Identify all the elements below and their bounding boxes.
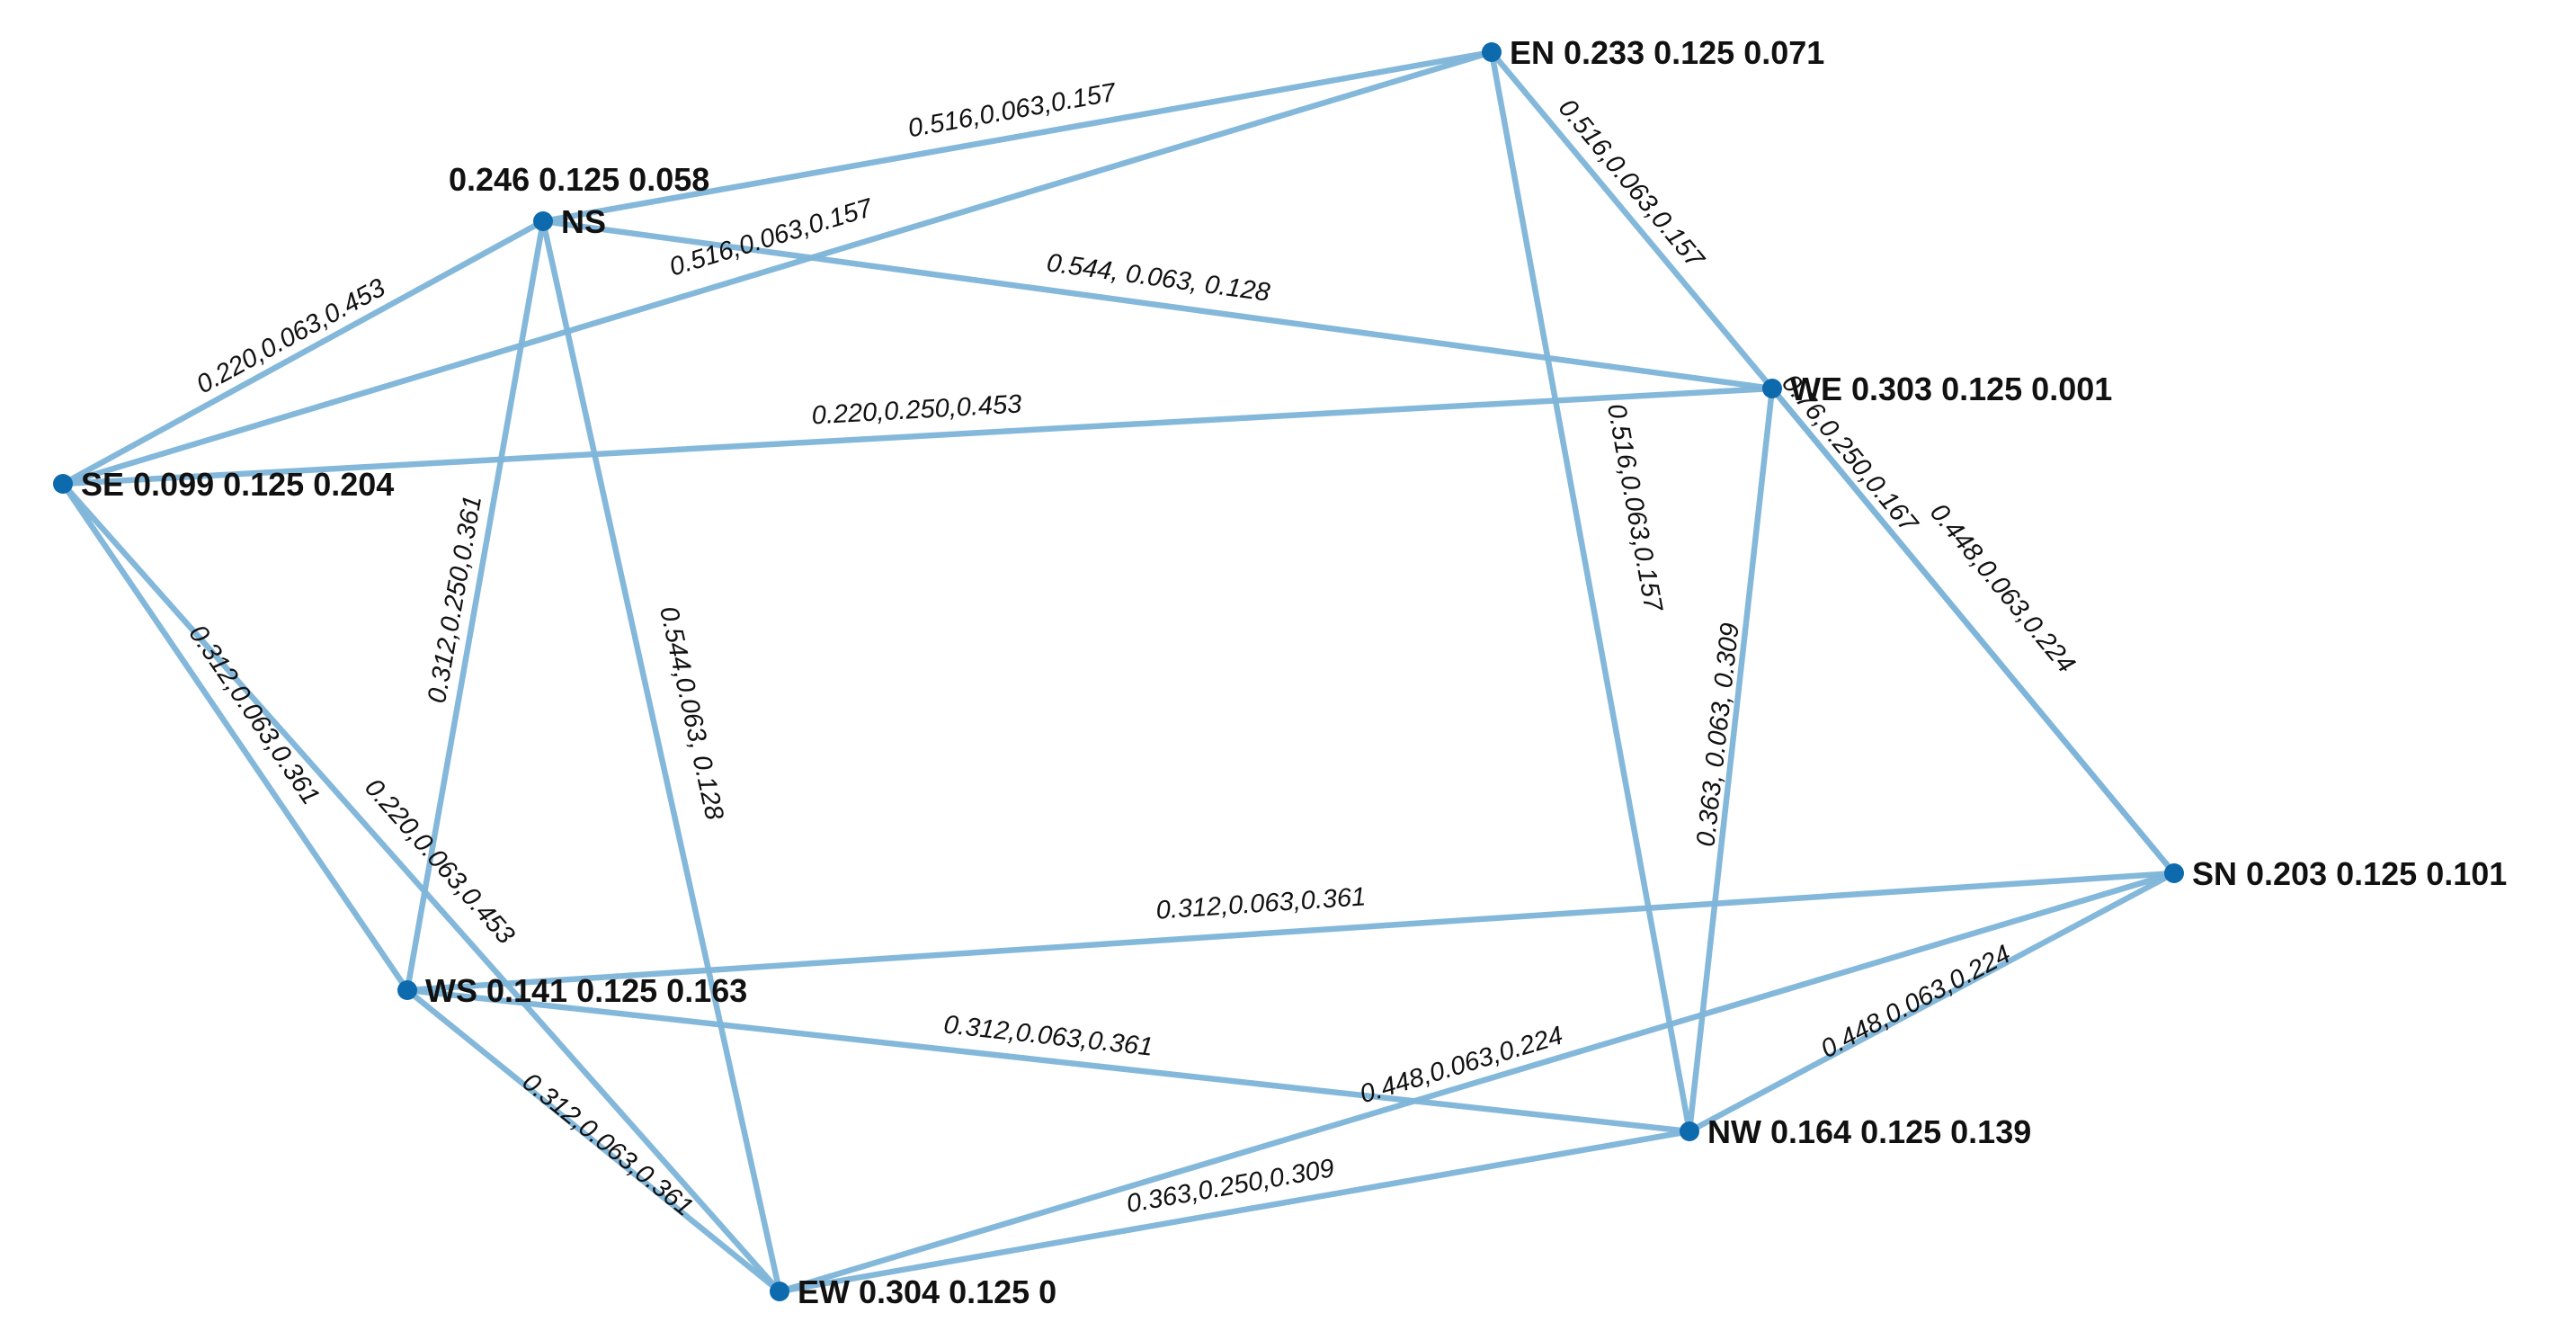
node-label: SN 0.203 0.125 0.101 — [2192, 855, 2507, 892]
node-sn: SN 0.203 0.125 0.101 — [2164, 855, 2507, 892]
node-se: SE 0.099 0.125 0.204 — [53, 466, 394, 503]
node-label: EN 0.233 0.125 0.071 — [1510, 34, 1824, 71]
node-label: EW 0.304 0.125 0 — [798, 1273, 1056, 1310]
edge-se-ns — [59, 218, 547, 487]
edge-label: 0.363, 0.063, 0.309 — [1691, 621, 1744, 848]
node-dot — [53, 474, 73, 494]
node-nw: NW 0.164 0.125 0.139 — [1680, 1113, 2031, 1150]
edge-label: 0.544,0.063, 0.128 — [654, 604, 728, 823]
edge-label: 0.312,0.063,0.361 — [517, 1068, 699, 1222]
edge-layer — [59, 49, 2178, 1295]
edge-nw-sn — [1686, 870, 2178, 1135]
edge-se-en — [59, 49, 1495, 487]
edge-ns-ew — [539, 218, 783, 1295]
node-ws: WS 0.141 0.125 0.163 — [397, 972, 747, 1009]
edge-label: 0.516,0.063,0.157 — [906, 78, 1120, 144]
node-dot — [2164, 863, 2184, 883]
edge-en-nw — [1488, 49, 1693, 1135]
edge-label: 0.544, 0.063, 0.128 — [1045, 248, 1271, 307]
edge-label: 0.448,0.063,0.224 — [1816, 940, 2015, 1064]
edge-se-ew — [59, 480, 783, 1295]
node-dot — [1680, 1121, 1699, 1141]
node-label: WE 0.303 0.125 0.001 — [1790, 371, 2112, 407]
edge-ws-ew — [404, 987, 783, 1295]
edge-ns-en — [539, 49, 1495, 225]
edge-we-sn — [1769, 385, 2178, 877]
node-label: WS 0.141 0.125 0.163 — [425, 972, 747, 1009]
edge-en-we — [1488, 49, 1776, 392]
node-ns: NS 0.246 0.125 0.058 — [449, 161, 709, 240]
edge-ns-we — [539, 218, 1776, 392]
edge-label: 0.516,0.063,0.157 — [1553, 94, 1711, 274]
node-label: SE 0.099 0.125 0.204 — [81, 466, 394, 503]
edge-ws-ns — [404, 218, 547, 994]
node-label: NS — [561, 203, 606, 240]
edge-se-ws — [59, 480, 411, 994]
edge-ws-nw — [404, 987, 1693, 1135]
node-dot — [1762, 379, 1782, 398]
edge-ew-nw — [776, 1128, 1693, 1295]
edge-label: 0.312,0.063,0.361 — [1155, 882, 1367, 925]
node-extra-label: 0.246 0.125 0.058 — [449, 161, 709, 198]
edge-label: 0.220,0.063,0.453 — [192, 273, 390, 399]
edge-ew-sn — [776, 870, 2178, 1295]
node-dot — [1482, 42, 1502, 62]
edge-label: 0.448,0.063,0.224 — [1924, 498, 2081, 678]
edge-label: 0.516,0.063,0.157 — [1601, 401, 1668, 615]
node-dot — [397, 980, 417, 1000]
edge-ws-sn — [404, 870, 2178, 994]
edge-label: 0.363,0.250,0.309 — [1125, 1154, 1337, 1219]
node-dot — [533, 211, 553, 231]
edge-we-nw — [1686, 385, 1776, 1135]
node-en: EN 0.233 0.125 0.071 — [1482, 34, 1824, 71]
node-ew: EW 0.304 0.125 0 — [770, 1273, 1056, 1310]
node-dot — [770, 1282, 789, 1301]
edge-label: 0.312,0.063,0.361 — [183, 620, 325, 809]
node-we: WE 0.303 0.125 0.001 — [1762, 371, 2112, 407]
edge-se-we — [59, 385, 1776, 487]
edge-label: 0.220,0.250,0.453 — [811, 390, 1022, 431]
node-label: NW 0.164 0.125 0.139 — [1707, 1113, 2031, 1150]
